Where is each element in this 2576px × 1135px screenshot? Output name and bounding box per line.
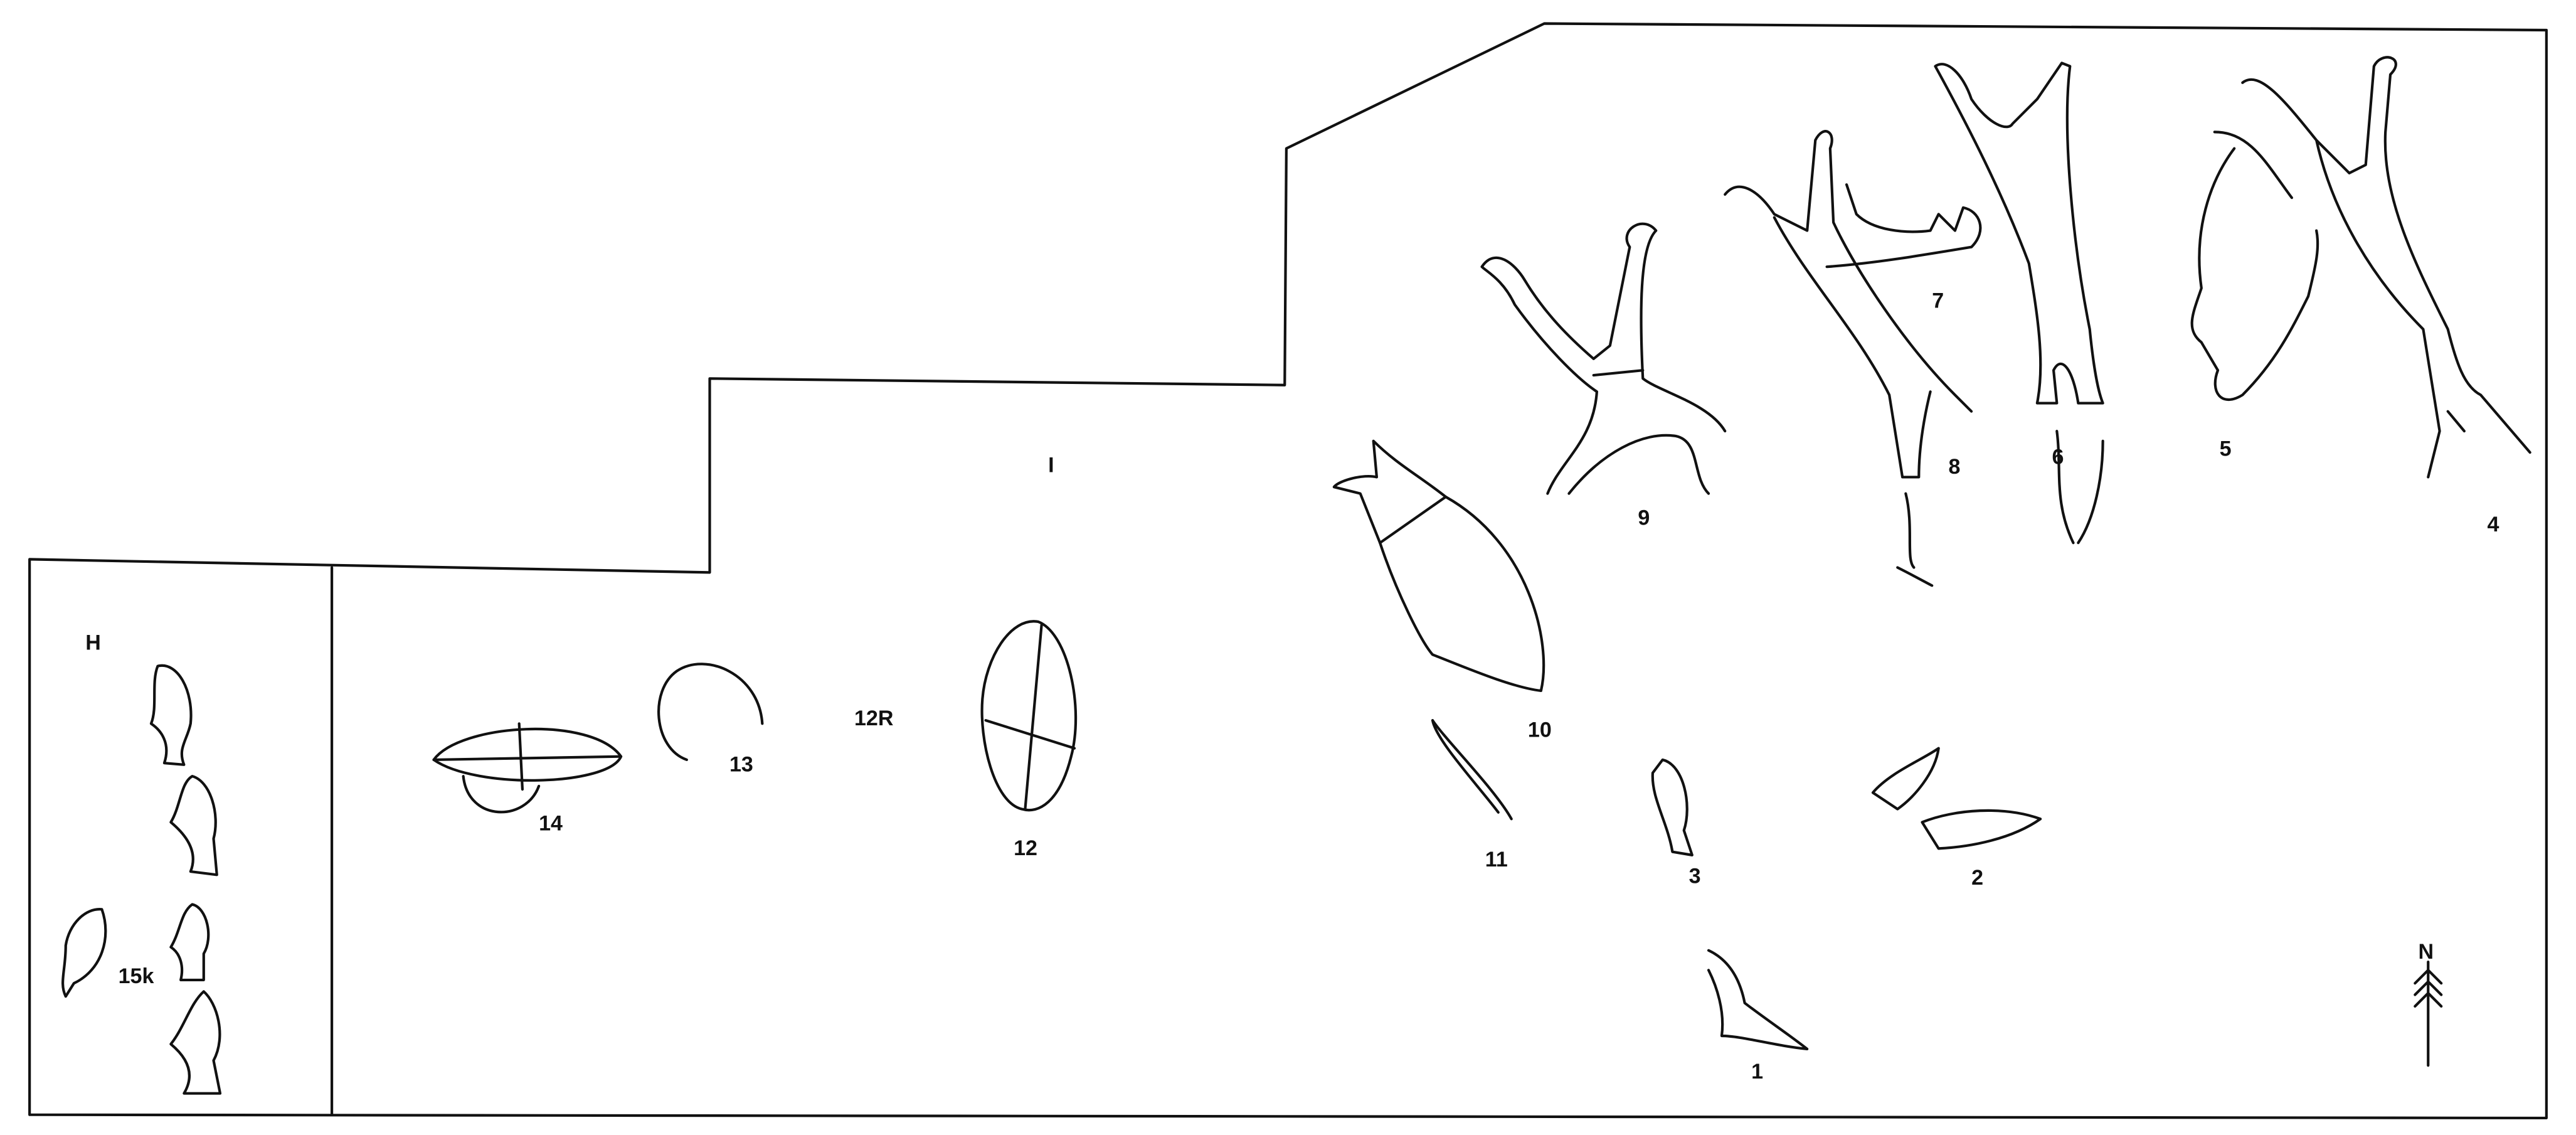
figure-12 bbox=[980, 620, 1078, 812]
label-4: 4 bbox=[2488, 513, 2499, 536]
label-11: 11 bbox=[1485, 848, 1508, 871]
figure-14 bbox=[432, 722, 623, 814]
label-14: 14 bbox=[539, 812, 563, 836]
label-13: 13 bbox=[729, 752, 753, 776]
label-7: 7 bbox=[1932, 289, 1944, 313]
label-10: 10 bbox=[1528, 718, 1552, 742]
label-12: 12 bbox=[1014, 836, 1037, 860]
label-9: 9 bbox=[1638, 506, 1650, 530]
label-6: 6 bbox=[2052, 445, 2064, 469]
figure-9 bbox=[1480, 222, 1727, 495]
label-8: 8 bbox=[1948, 455, 1960, 479]
north-label: N bbox=[2419, 940, 2434, 964]
figure-8 bbox=[1724, 130, 1973, 587]
figure-10 bbox=[1332, 439, 1545, 693]
label-15k: 15k bbox=[119, 964, 154, 988]
figure-5 bbox=[2190, 131, 2319, 401]
section-label-i: I bbox=[1048, 454, 1054, 477]
north-arrow-icon bbox=[2414, 961, 2443, 1067]
figure-1 bbox=[1707, 949, 1809, 1051]
label-5: 5 bbox=[2220, 437, 2232, 461]
figure-3 bbox=[1651, 758, 1693, 856]
site-outline bbox=[28, 22, 2548, 1120]
label-2: 2 bbox=[1971, 866, 1983, 890]
figure-13 bbox=[657, 663, 764, 762]
section-label-h: H bbox=[85, 631, 101, 654]
label-12r: 12R bbox=[854, 706, 893, 730]
figure-2 bbox=[1871, 747, 2042, 850]
figure-7 bbox=[1825, 183, 1982, 269]
label-3: 3 bbox=[1689, 864, 1701, 888]
figure-11 bbox=[1431, 718, 1513, 821]
fish-group-15k bbox=[61, 664, 222, 1095]
label-1: 1 bbox=[1751, 1060, 1763, 1084]
figure-6 bbox=[1934, 61, 2104, 545]
figure-4 bbox=[2241, 56, 2531, 479]
